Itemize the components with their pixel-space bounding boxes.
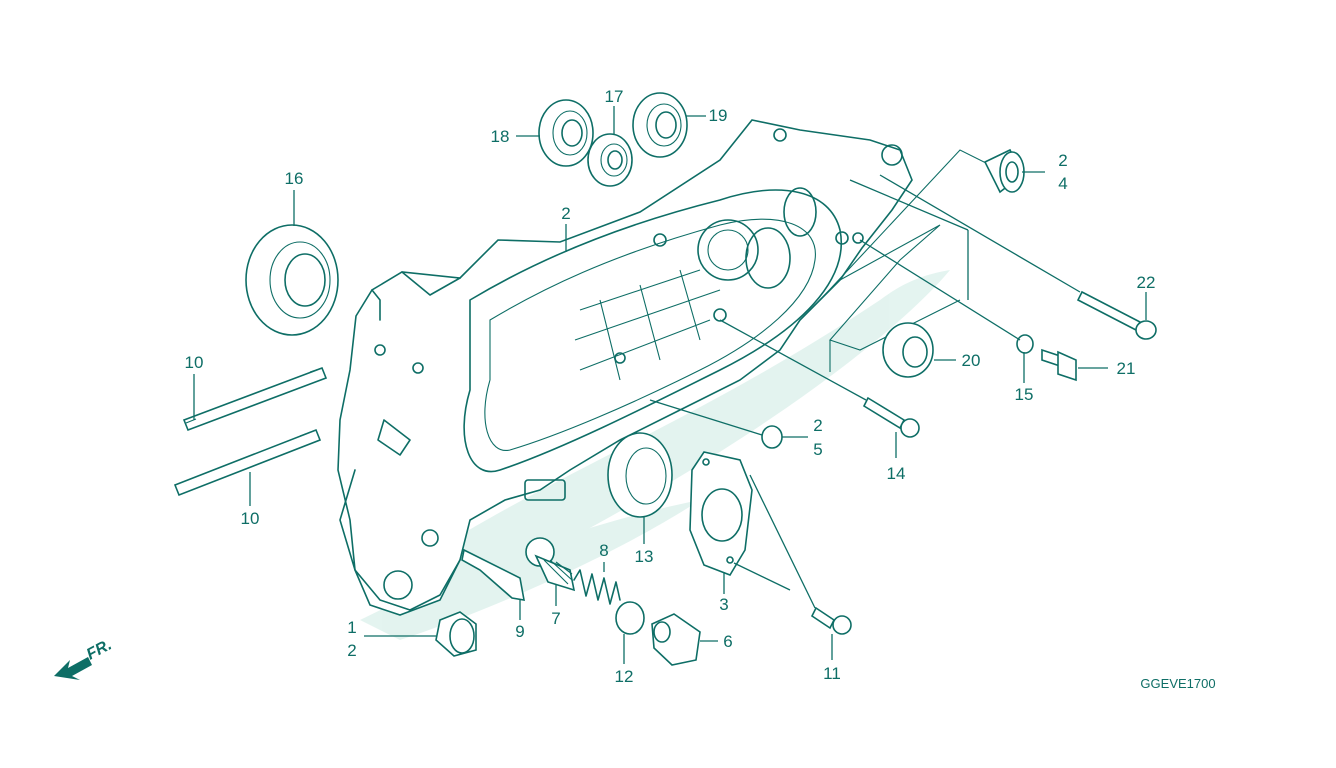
bushing-1 (435, 611, 477, 657)
bolt-20 (862, 396, 920, 438)
leader-lines (193, 106, 1147, 664)
callout-5: 5 (813, 440, 822, 459)
strainer-screen-7 (525, 537, 576, 592)
bearing-13 (587, 133, 633, 187)
bearing-14 (538, 99, 594, 167)
bushing-4 (983, 148, 1025, 194)
callout-13: 17 (605, 87, 624, 106)
callout-2-upper: 2 (561, 204, 570, 223)
washer-11 (1016, 334, 1034, 354)
callout-3: 3 (719, 595, 728, 614)
callout-14: 18 (491, 127, 510, 146)
callout-17: 20 (962, 351, 981, 370)
bearing-12 (245, 224, 339, 336)
callout-12: 16 (285, 169, 304, 188)
callout-10-lower: 10 (241, 509, 260, 528)
callout-9: 9 (515, 622, 524, 641)
diagram-code: GGEVE1700 (1140, 676, 1215, 691)
oil-seal-16 (607, 432, 673, 518)
bearing-15 (632, 92, 688, 158)
callout-8: 8 (599, 541, 608, 560)
setting-plate-3 (689, 451, 753, 576)
callout-7: 7 (551, 609, 560, 628)
dowel-pin-5 (761, 425, 783, 449)
bolt-22 (1041, 348, 1077, 382)
callout-2-mid: 2 (813, 416, 822, 435)
drain-bolt-6 (651, 613, 701, 666)
callout-1: 1 (347, 618, 356, 637)
oil-seal-17 (882, 322, 934, 378)
callout-16: 13 (635, 547, 654, 566)
pin-9 (461, 548, 525, 601)
callout-6: 6 (723, 632, 732, 651)
stud-bolt-10-upper (182, 366, 328, 432)
bolt-21 (1076, 290, 1157, 340)
callout-20: 14 (887, 464, 906, 483)
callout-18: 12 (615, 667, 634, 686)
callout-2-right: 2 (1058, 151, 1067, 170)
front-direction-arrow: FR. (54, 636, 115, 680)
callout-22: 21 (1117, 359, 1136, 378)
callout-labels: 16 18 17 19 2 2 4 22 20 15 21 2 5 14 13 … (185, 87, 1156, 686)
callout-10-upper: 10 (185, 353, 204, 372)
callout-4: 4 (1058, 174, 1067, 193)
callout-2-lower: 2 (347, 641, 356, 660)
callout-21: 22 (1137, 273, 1156, 292)
stud-bolt-10-lower (173, 428, 322, 497)
callout-11: 15 (1015, 385, 1034, 404)
o-ring-18 (615, 601, 645, 635)
crankcase-left-half (337, 119, 913, 616)
bolt-19 (810, 606, 852, 635)
callout-19: 11 (823, 664, 841, 683)
spring-8 (573, 569, 621, 605)
callout-15: 19 (709, 106, 728, 125)
